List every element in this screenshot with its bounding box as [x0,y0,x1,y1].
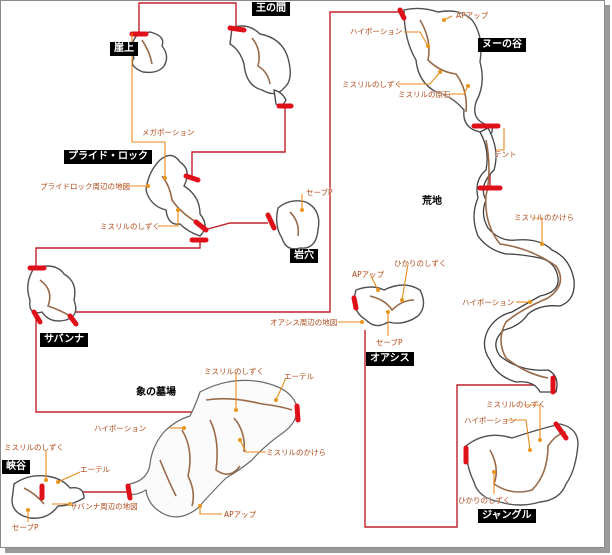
item-label: ひかりのしずく [458,496,511,505]
area-label-wasteland: 荒地 [422,196,442,207]
item-label: ミスリルのしずく [100,222,160,231]
item-label: エーテル [80,465,110,474]
area-label-savanna: サバンナ [40,333,89,347]
item-dots [26,18,544,512]
item-label: テント [494,150,517,159]
item-label: ミスリルの原石 [398,90,451,99]
item-label: エーテル [284,372,314,381]
item-label: APアップ [456,11,489,20]
item-label: メガポーション [142,128,195,137]
item-leaders [27,15,543,522]
gorge-cave [11,474,85,519]
area-label-rock-cave: 岩穴 [290,249,318,263]
item-label: ミスリルのしずく [342,80,402,89]
item-label: プライドロック周辺の地図 [40,182,130,191]
rock-cave [275,200,320,250]
area-label-kings-room: 王の間 [252,2,290,16]
item-label: ハイポーション [462,298,515,307]
item-label: ハイポーション [464,416,517,425]
item-label: オアシス周辺の地図 [270,318,338,327]
item-label: APアップ [224,510,257,519]
area-label-pride-rock: プライド・ロック [64,150,152,164]
gnu-valley-cave [403,7,493,136]
item-label: ハイポーション [94,424,147,433]
cliff-top-cave [131,31,168,74]
item-label: ミスリルのしずく [4,443,64,452]
oasis-cave [353,284,425,327]
item-label: ミスリルのかけら [266,448,326,457]
door-markers [27,7,569,501]
item-label: サバンナ周辺の地図 [70,502,138,511]
wasteland-tunnel [473,127,575,393]
area-label-gnu-valley: ヌーの谷 [478,38,526,52]
area-label-elephant-graveyard: 象の墓場 [136,387,176,398]
area-label-oasis: オアシス [366,352,414,366]
item-label: ミスリルのかけら [514,213,574,222]
area-label-jungle: ジャングル [478,509,536,523]
area-label-gorge: 峡谷 [2,460,30,474]
item-label: ミスリルのしずく [204,367,264,376]
item-label: セーブP [376,338,403,347]
item-label: ハイポーション [350,27,403,36]
item-label: ミスリルのしずく [486,400,546,409]
jungle-cave [465,423,579,506]
kings-room-cave [229,25,291,106]
item-label: セーブP [306,188,333,197]
savanna-cave [27,265,77,322]
item-label: セーブP [12,523,39,532]
item-label: APアップ [352,270,385,279]
item-label: ひかりのしずく [394,259,447,268]
area-label-cliff-top: 崖上 [110,42,138,56]
pride-rock-cave [145,154,206,237]
